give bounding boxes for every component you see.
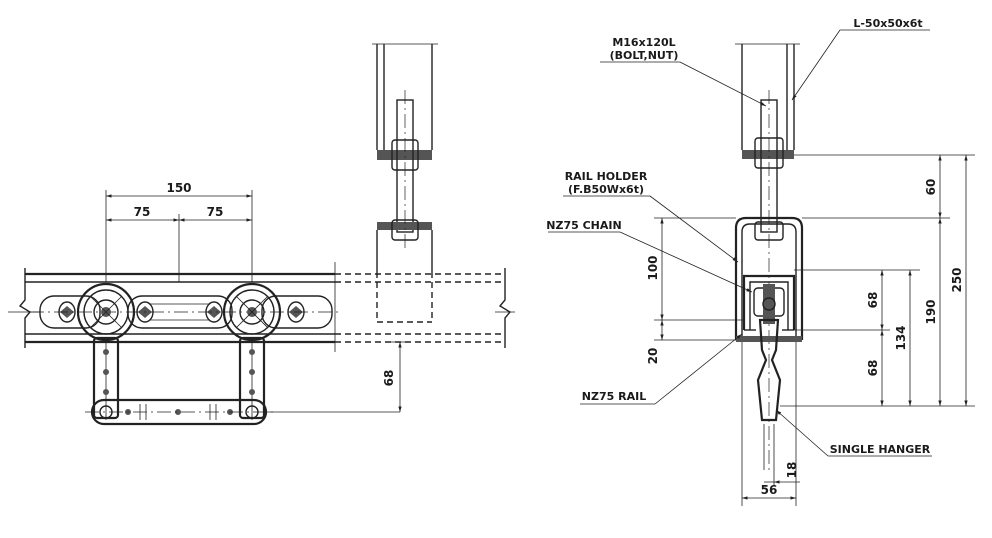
dim-half-left: 75 — [134, 205, 151, 219]
side-dimensions — [105, 190, 408, 413]
dim-56: 56 — [761, 483, 778, 497]
section-dimension-lines — [660, 155, 968, 500]
rail-holder-section — [734, 216, 804, 342]
dim-hanger-drop: 68 — [382, 370, 396, 387]
label-single-hanger: SINGLE HANGER — [830, 443, 931, 456]
label-bolt: M16x120L — [612, 36, 675, 49]
side-view: 150 75 75 68 — [8, 43, 515, 426]
hanger-side — [85, 336, 275, 426]
chain-section — [753, 284, 785, 324]
dim-68-upper: 68 — [866, 292, 880, 309]
dim-18: 18 — [785, 462, 799, 479]
dim-68-lower: 68 — [866, 360, 880, 377]
section-leaders — [548, 29, 932, 457]
dim-20: 20 — [646, 348, 660, 365]
section-extension-lines — [654, 154, 975, 506]
bolt-nut — [754, 90, 784, 470]
label-rail-holder: RAIL HOLDER — [565, 170, 648, 183]
label-rail-holder-sub: (F.B50Wx6t) — [568, 183, 644, 196]
dim-190: 190 — [924, 299, 938, 324]
angle-post — [735, 43, 800, 159]
label-angle: L-50x50x6t — [853, 17, 922, 30]
label-chain: NZ75 CHAIN — [546, 219, 621, 232]
rail-section — [742, 274, 796, 331]
rail-side-outline — [8, 262, 515, 352]
bracket-side — [372, 43, 438, 323]
dim-pitch-total: 150 — [166, 181, 191, 195]
label-rail: NZ75 RAIL — [582, 390, 646, 403]
section-view: M16x120L (BOLT,NUT) L-50x50x6t RAIL HOLD… — [546, 17, 975, 506]
dim-100: 100 — [646, 255, 660, 280]
dim-250: 250 — [950, 267, 964, 292]
label-bolt-sub: (BOLT,NUT) — [610, 49, 679, 62]
dim-60: 60 — [924, 179, 938, 196]
dim-134: 134 — [894, 325, 908, 350]
single-hanger-section — [756, 318, 782, 470]
chain-side — [30, 295, 340, 329]
dim-half-right: 75 — [207, 205, 224, 219]
